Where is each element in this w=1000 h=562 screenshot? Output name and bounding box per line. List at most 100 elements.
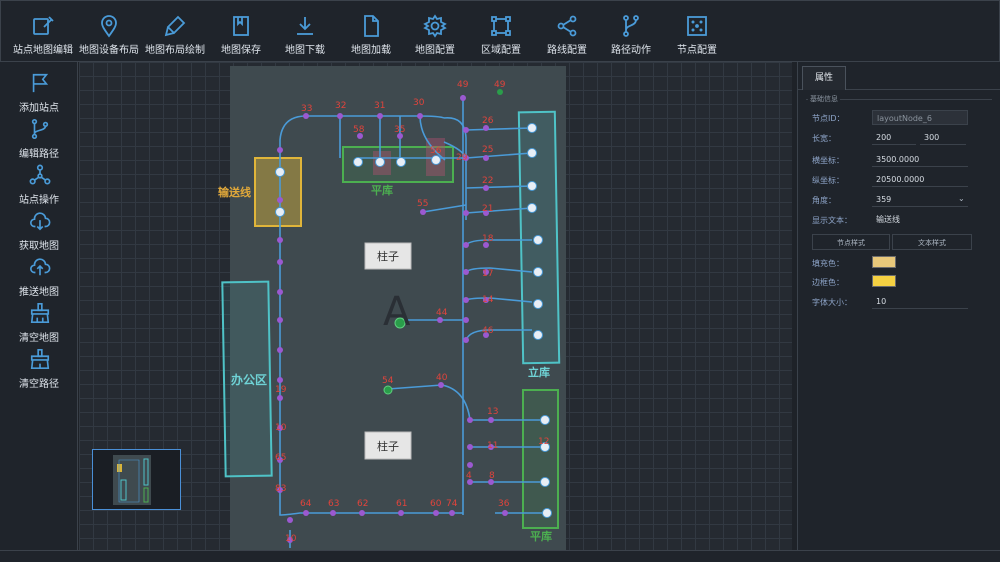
gear-icon (423, 14, 447, 38)
angle-select[interactable]: 359 (872, 192, 968, 207)
tool-route-config[interactable]: 路线配置 (533, 1, 601, 63)
status-bar (0, 550, 1000, 562)
tool-label: 路线配置 (547, 45, 587, 56)
svg-text:21: 21 (482, 204, 493, 214)
tool-label: 地图配置 (415, 45, 455, 56)
tool-node-config[interactable]: 节点配置 (663, 1, 731, 63)
section-divider (806, 99, 992, 100)
sidebar-item-label: 获取地图 (19, 241, 59, 252)
tool-path-action[interactable]: 路径动作 (597, 1, 665, 63)
clear-path-icon (30, 349, 50, 369)
tool-label: 站点地图编辑 (13, 45, 73, 56)
svg-text:65: 65 (275, 453, 286, 463)
tool-label: 地图加载 (351, 45, 391, 56)
svg-text:35: 35 (394, 125, 405, 135)
font-size-field[interactable]: 10 (872, 294, 968, 309)
cloud-download-icon (30, 212, 51, 231)
svg-text:60: 60 (430, 499, 442, 509)
prop-row-angle: 角度： 359 ⌄ (812, 192, 992, 208)
pillar-box-top[interactable] (364, 242, 412, 270)
fill-color-swatch[interactable] (872, 256, 896, 268)
download-icon (297, 17, 313, 35)
sidebar-item-clear-path[interactable]: 清空路径 (0, 344, 78, 390)
width-field[interactable]: 200 (872, 130, 916, 145)
prop-label: 节点ID： (812, 114, 845, 123)
tool-site-map-edit[interactable]: 站点地图编辑 (9, 1, 77, 63)
svg-text:46: 46 (482, 326, 494, 336)
minimap[interactable] (92, 449, 181, 510)
tool-label: 区域配置 (481, 45, 521, 56)
svg-text:49: 49 (457, 80, 469, 90)
sidebar-item-get-map[interactable]: 获取地图 (0, 206, 78, 252)
border-color-swatch[interactable] (872, 275, 896, 287)
tool-map-load[interactable]: 地图加载 (337, 1, 405, 63)
svg-text:44: 44 (436, 308, 448, 318)
tool-layout-draw[interactable]: 地图布局绘制 (141, 1, 209, 63)
sidebar-item-label: 推送地图 (19, 287, 59, 298)
sidebar-item-edit-path[interactable]: 编辑路径 (0, 114, 78, 160)
tool-device-layout[interactable]: 地图设备布局 (75, 1, 143, 63)
tool-label: 地图下载 (285, 45, 325, 56)
pillar-box-bottom[interactable] (364, 431, 412, 460)
svg-text:31: 31 (374, 101, 385, 111)
sidebar-item-clear-map[interactable]: 清空地图 (0, 298, 78, 344)
map-drawing: 33 32 31 30 49 49 26 25 22 21 18 17 14 4… (218, 80, 561, 548)
route-nodes (277, 95, 508, 543)
svg-text:19: 19 (275, 385, 287, 395)
y-coordinate-field[interactable]: 20500.0000 (872, 172, 968, 187)
edit-icon (33, 16, 54, 35)
tool-map-config[interactable]: 地图配置 (401, 1, 469, 63)
network-icon (29, 164, 51, 185)
prop-row-node-id: 节点ID： layoutNode_6 (812, 110, 992, 126)
panel-tabbar: 属性 (798, 66, 1000, 90)
svg-text:8: 8 (489, 471, 495, 481)
sidebar-item-label: 站点操作 (19, 195, 59, 206)
prop-label: 角度： (812, 196, 836, 205)
svg-text:62: 62 (357, 499, 368, 509)
tool-label: 地图保存 (221, 45, 261, 56)
book-icon (233, 16, 249, 36)
height-field[interactable]: 300 (920, 130, 966, 145)
cloud-upload-icon (30, 258, 51, 276)
node-style-button[interactable]: 节点样式 (812, 234, 890, 250)
svg-text:74: 74 (446, 499, 458, 509)
zone-label-office: 办公区 (231, 372, 267, 387)
svg-text:22: 22 (482, 176, 493, 186)
tab-properties[interactable]: 属性 (802, 66, 846, 90)
sidebar-item-site-ops[interactable]: 站点操作 (0, 160, 78, 206)
node-id-field[interactable]: layoutNode_6 (872, 110, 968, 125)
zone-office[interactable] (221, 280, 273, 478)
tool-map-save[interactable]: 地图保存 (207, 1, 275, 63)
tool-map-download[interactable]: 地图下载 (271, 1, 339, 63)
svg-text:63: 63 (328, 499, 339, 509)
zone-label-flat-top: 平库 (371, 183, 393, 197)
file-icon (364, 15, 379, 37)
prop-row-text: 显示文本： 输送线 (812, 212, 992, 228)
svg-text:32: 32 (335, 101, 346, 111)
text-style-button[interactable]: 文本样式 (892, 234, 972, 250)
charging-station-icon (394, 317, 406, 329)
highlighter-icon (164, 15, 186, 37)
map-canvas[interactable]: 33 32 31 30 49 49 26 25 22 21 18 17 14 4… (79, 62, 792, 550)
style-button-row: 节点样式 文本样式 (812, 234, 992, 250)
svg-text:33: 33 (301, 104, 312, 114)
zone-flat-bottom[interactable] (522, 389, 559, 529)
sidebar-item-push-map[interactable]: 推送地图 (0, 252, 78, 298)
display-text-field[interactable]: 输送线 (876, 215, 900, 224)
zone-label-flat-bottom: 平库 (530, 529, 552, 543)
chevron-down-icon: ⌄ (958, 194, 965, 203)
prop-label: 边框色： (812, 278, 844, 287)
sidebar-item-add-site[interactable]: 添加站点 (0, 68, 78, 114)
svg-text:36: 36 (498, 499, 510, 509)
region-icon (491, 16, 511, 36)
svg-text:4: 4 (466, 471, 472, 481)
svg-text:18: 18 (482, 234, 494, 244)
svg-text:55: 55 (417, 199, 428, 209)
tool-region-config[interactable]: 区域配置 (467, 1, 535, 63)
svg-text:64: 64 (300, 499, 312, 509)
station-icons (275, 123, 552, 518)
x-coordinate-field[interactable]: 3500.0000 (872, 152, 968, 167)
tool-label: 地图布局绘制 (145, 45, 205, 56)
prop-row-fill: 填充色： (812, 255, 992, 271)
